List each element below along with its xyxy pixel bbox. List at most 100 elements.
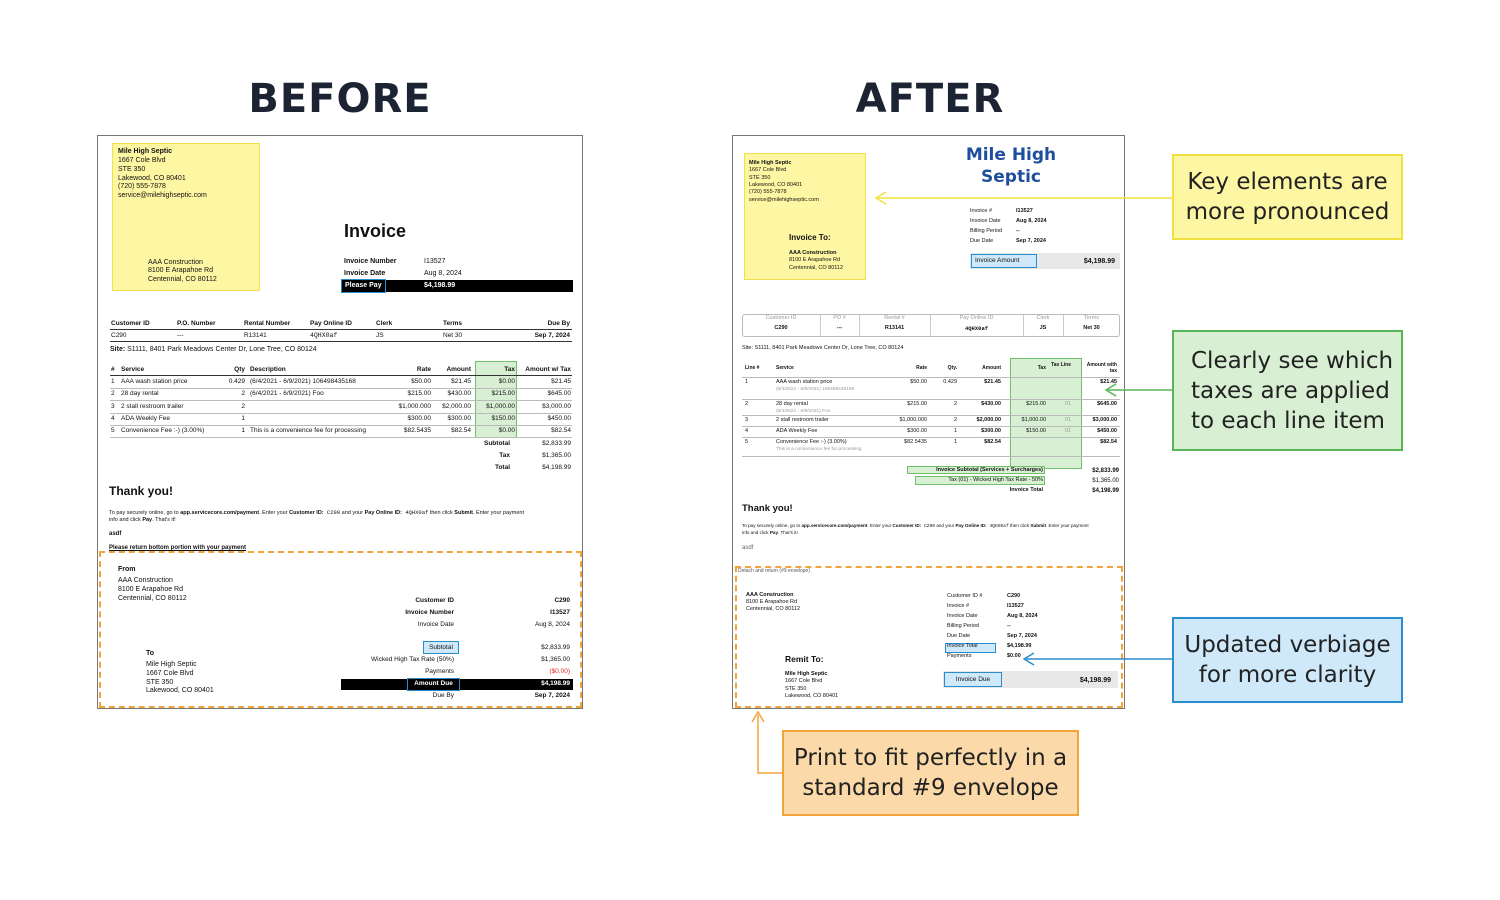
total-value: $4,198.99 [542, 464, 571, 471]
line-cell: 3 [111, 402, 115, 410]
callout-taxes: Clearly see which taxes are applied to e… [1172, 330, 1403, 451]
line-cell: 1 [241, 427, 245, 435]
tax-summary-highlight [915, 476, 1045, 485]
after-stub-label: Invoice # [947, 603, 970, 609]
meta-header: Clerk [376, 320, 393, 327]
after-id-label: Pay Online ID [959, 315, 994, 321]
site-line: Site: S1111, 8401 Park Meadows Center Dr… [110, 346, 317, 353]
a-pay-online-val: 4QHX0af [986, 524, 1009, 529]
meta-value: Net 30 [443, 332, 463, 339]
meta-value: --- [177, 332, 184, 339]
after-stub-label: Billing Period [947, 623, 980, 629]
company-email: service@milehighseptic.com [118, 192, 207, 199]
a-pay-submit: Submit [1030, 523, 1046, 528]
line-cell: $215.00 [491, 390, 516, 398]
line-cell: AAA wash station price [121, 378, 188, 385]
line-cell: 2 [111, 390, 115, 398]
remit-address1: 1667 Cole Blvd [785, 678, 823, 684]
after-id-label: Rental # [884, 315, 905, 321]
stub-dueby: Sep 7, 2024 [534, 692, 570, 699]
stub-label: Invoice Number [405, 609, 454, 616]
after-id-value: C290 [774, 325, 788, 331]
after-line-qty: 2 [953, 417, 957, 423]
after-id-label: Terms [1084, 315, 1099, 321]
stub-label: Invoice Date [417, 621, 454, 628]
customer-city: Centennial, CO 80112 [148, 276, 217, 283]
line-header: Service [121, 366, 145, 373]
after-line-rate: $82.5435 [904, 439, 927, 445]
line-cell: Convenience Fee :-) (3.00%) [121, 427, 205, 435]
after-line-total: $21.45 [1100, 379, 1117, 385]
after-total: $4,198.99 [1092, 488, 1119, 494]
stub-to-address1: 1667 Cole Blvd [146, 670, 194, 677]
after-site: Site: S1111, 8401 Park Meadows Center Dr… [742, 345, 904, 351]
meta-header: Terms [443, 320, 463, 327]
after-line-rate: $1,000.000 [899, 417, 927, 423]
meta-header: Pay Online ID [310, 320, 352, 327]
a-pay-online-label: Pay Online ID: [955, 523, 987, 528]
line-rule [110, 400, 572, 402]
stub-subtotal: $2,833.99 [541, 644, 570, 651]
arrow-key-elements [874, 191, 1172, 205]
after-stub-from-name: AAA Construction [746, 592, 794, 598]
after-line-svc: AAA wash station price [776, 379, 833, 385]
line-cell: $215.00 [407, 390, 432, 398]
stub-to-city: Lakewood, CO 80401 [146, 687, 214, 694]
line-header: Amount w/ Tax [525, 366, 571, 373]
after-id-label: PO # [833, 315, 846, 321]
after-line-rule [742, 456, 1120, 457]
line-cell: $3,000.00 [542, 402, 571, 410]
line-cell: $1,000.00 [486, 402, 515, 410]
meta-header: Customer ID [111, 320, 150, 327]
after-line-rule [742, 437, 1120, 438]
after-line-rate: $300.00 [907, 428, 927, 434]
after-line-amt: $430.00 [981, 401, 1001, 407]
id-separator [820, 315, 821, 336]
logo-line2: Septic [981, 167, 1041, 187]
after-id-label: Clerk [1036, 315, 1050, 321]
stub-value: Aug 8, 2024 [534, 621, 570, 628]
after-tax-column-highlight [1010, 358, 1082, 469]
after-pay-instructions: To pay securely online, go to app.servic… [742, 523, 1089, 536]
pay-instructions: To pay securely online, go to app.servic… [109, 509, 524, 524]
meta-rule-bottom [110, 341, 572, 342]
stub-payments-label: Payments [425, 668, 454, 675]
invoice-amount-value: $4,198.99 [1083, 258, 1115, 265]
a-pay-url: app.servicecore.com/payment [801, 523, 868, 528]
line-rule [110, 424, 572, 426]
after-line-n: 3 [745, 417, 749, 423]
after-invoice-page: Mile High Septic 1667 Cole Blvd STE 350 … [732, 135, 1125, 709]
after-line-rate: $50.00 [910, 379, 927, 385]
after-line-desc: This is a convenience fee for processing [776, 447, 862, 452]
a-pay-cust-label: Customer ID: [892, 523, 922, 528]
total-label: Tax [499, 452, 510, 459]
after-subtotal-label: Invoice Subtotal (Services + Surcharges) [936, 467, 1043, 473]
line-cell: (6/4/2021 - 6/9/2021) Foo [250, 390, 324, 398]
after-meta-value: Aug 8, 2024 [1016, 218, 1047, 224]
after-line-header: Service [776, 365, 794, 371]
a-pay-text-4: then click [1008, 523, 1031, 528]
after-line-amt: $82.54 [984, 439, 1001, 445]
line-cell: $0.00 [498, 378, 515, 385]
after-stub-from-address: 8100 E Arapahoe Rd [746, 599, 798, 605]
stub-to-address2: STE 350 [146, 679, 174, 686]
after-line-tl: 01 [1064, 428, 1071, 434]
invoice-to-label: Invoice To: [789, 233, 831, 242]
after-customer-city: Centennial, CO 80112 [789, 265, 844, 271]
company-city: Lakewood, CO 80401 [118, 175, 186, 182]
after-line-total: $450.00 [1097, 428, 1117, 434]
after-line-header: Line # [745, 365, 760, 371]
after-line-tax: $1,000.00 [1021, 417, 1046, 423]
line-cell: $21.45 [551, 378, 571, 385]
please-pay-amount: $4,198.99 [424, 282, 456, 289]
after-id-value: --- [836, 325, 843, 331]
total-label: Total [494, 464, 510, 471]
after-heading: AFTER [855, 76, 1005, 122]
line-cell: 5 [111, 427, 115, 435]
meta-value: Sep 7, 2024 [534, 332, 570, 339]
after-line-n: 5 [745, 439, 749, 445]
after-id-value: R13141 [884, 325, 905, 331]
a-pay-cust-val: C290 [921, 524, 936, 529]
invoice-date: Aug 8, 2024 [424, 270, 462, 277]
